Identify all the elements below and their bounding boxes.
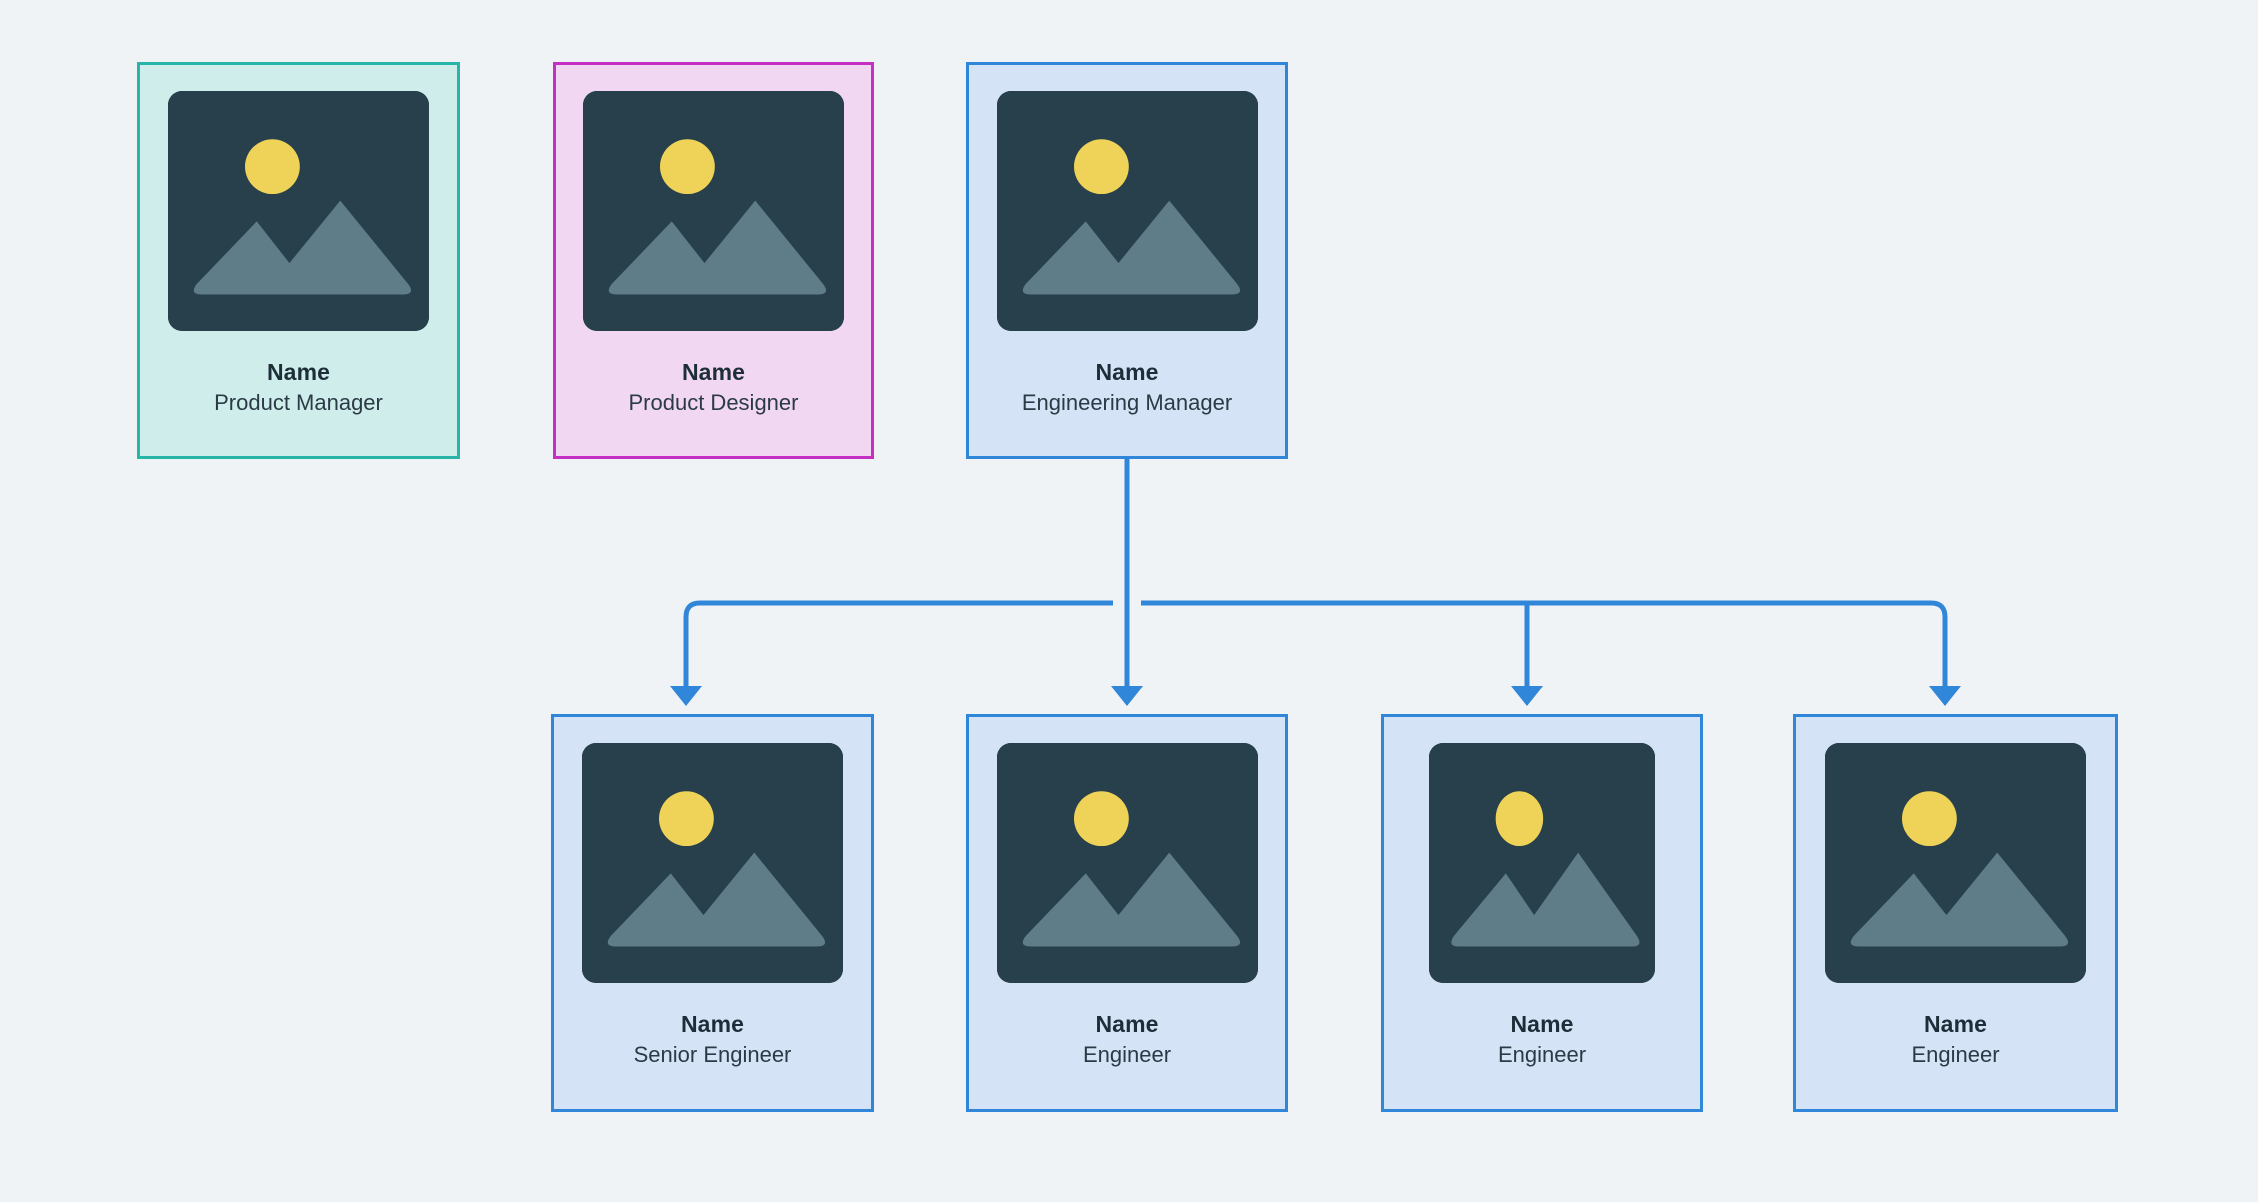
- arrow-down-icon: [1111, 686, 1143, 706]
- photo-background: [583, 91, 844, 331]
- image-placeholder-icon: [583, 91, 844, 331]
- node-role: Engineer: [1497, 1042, 1587, 1067]
- node-name: Name: [1095, 1011, 1159, 1037]
- mountain-icon: [1097, 200, 1240, 295]
- mountain-icon: [193, 221, 315, 295]
- node-name: Name: [1923, 1011, 1988, 1037]
- sun-icon: [1073, 139, 1129, 195]
- node-photo: [583, 91, 844, 331]
- arrow-down-icon: [1929, 686, 1961, 706]
- mountain-icon: [1097, 852, 1240, 947]
- mountain-icon: [684, 200, 827, 295]
- node-role: Product Manager: [214, 390, 383, 415]
- mountain-icon: [1850, 873, 1972, 947]
- node-photo: [1825, 743, 2086, 983]
- sun-icon: [1495, 791, 1544, 847]
- photo-background: [996, 743, 1258, 983]
- arrow-down-icon: [670, 686, 702, 706]
- node-name: Name: [680, 1011, 745, 1037]
- node-name: Name: [1510, 1011, 1574, 1037]
- image-placeholder-icon: [1429, 743, 1655, 983]
- node-role: Product Designer: [628, 390, 799, 415]
- mountain-icon: [269, 200, 412, 295]
- sun-icon: [1901, 791, 1957, 847]
- image-placeholder-icon: [996, 743, 1258, 983]
- photo-background: [1429, 743, 1655, 983]
- node-photo: [1429, 743, 1655, 983]
- photo-background: [996, 91, 1258, 331]
- mountain-icon: [1926, 852, 2069, 947]
- node-role: Senior Engineer: [633, 1042, 792, 1067]
- photo-background: [582, 743, 843, 983]
- mountain-icon: [1516, 852, 1640, 947]
- node-photo: [582, 743, 843, 983]
- node-name: Name: [681, 359, 746, 385]
- node-name: Name: [1095, 359, 1159, 385]
- node-role: Engineer: [1911, 1042, 2000, 1067]
- sun-icon: [659, 139, 715, 195]
- mountain-icon: [607, 873, 729, 947]
- connector-branch-1: [683, 600, 701, 692]
- node-role: Engineering Manager: [1021, 390, 1233, 415]
- arrow-down-icon: [1511, 686, 1543, 706]
- image-placeholder-icon: [582, 743, 843, 983]
- mountain-icon: [1022, 221, 1143, 295]
- mountain-icon: [1022, 873, 1143, 947]
- node-role: Engineer: [1082, 1042, 1172, 1067]
- mountain-icon: [1451, 873, 1556, 947]
- mountain-icon: [683, 852, 826, 947]
- sun-icon: [244, 139, 300, 195]
- photo-background: [1825, 743, 2086, 983]
- node-name: Name: [266, 359, 331, 385]
- mountain-icon: [608, 221, 730, 295]
- image-placeholder-icon: [996, 91, 1258, 331]
- node-photo: [996, 91, 1258, 331]
- image-placeholder-icon: [168, 91, 429, 331]
- image-placeholder-icon: [1825, 743, 2086, 983]
- sun-icon: [1073, 791, 1129, 847]
- node-photo: [996, 743, 1258, 983]
- sun-icon: [658, 791, 714, 847]
- connector-branch-4: [1930, 600, 1948, 692]
- photo-background: [168, 91, 429, 331]
- node-photo: [168, 91, 429, 331]
